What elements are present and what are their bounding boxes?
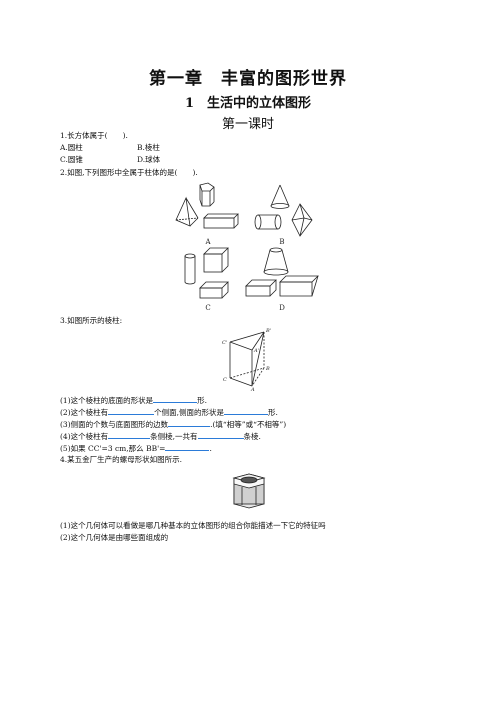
q2-label-c: C: [205, 304, 210, 312]
q2-stem: 2.如图,下列图形中全属于柱体的是( ).: [60, 168, 198, 177]
q3-p5-suffix: .: [209, 444, 212, 453]
q3-p2-text: (2)这个棱柱有: [60, 408, 109, 417]
q4-hex-nut-figure: [232, 473, 266, 509]
q1-option-c: C.圆锥: [60, 155, 83, 164]
long-cuboid-icon: [245, 279, 277, 297]
answer-blank[interactable]: [108, 430, 151, 439]
q1-option-d: D.球体: [137, 155, 161, 164]
q1-stem: 1.长方体属于( ).: [60, 131, 128, 140]
section-title: 1 生活中的立体图形: [184, 96, 312, 111]
q3-p3-text: (3)侧面的个数与底面图形的边数: [60, 420, 169, 429]
q3-p4-middle: 条侧棱,一共有: [150, 432, 198, 441]
q3-part-1: (1)这个棱柱的底面的形状是 形.: [60, 394, 207, 406]
vertex-a: A: [250, 387, 255, 392]
answer-blank[interactable]: [165, 442, 210, 451]
frustum-icon: [263, 247, 289, 276]
q3-p4-suffix: 条棱.: [243, 432, 261, 441]
lesson-title: 第一课时: [221, 117, 274, 132]
q3-part-2: (2)这个棱柱有 个侧面,侧面的形状是 形.: [60, 406, 278, 418]
octahedron-icon: [291, 203, 313, 237]
q3-p2-middle: 个侧面,侧面的形状是: [154, 408, 225, 417]
answer-blank[interactable]: [197, 430, 244, 439]
q3-p2-suffix: 形.: [268, 408, 278, 417]
q2-label-a: A: [204, 238, 211, 246]
q4-part-2: (2)这个几何体是由哪些面组成的: [60, 533, 169, 542]
q3-p1-text: (1)这个棱柱的底面的形状是: [60, 396, 154, 405]
q3-p5-text: (5)如果 CC'=3 cm,那么 BB'=: [60, 444, 166, 453]
vertex-a-prime: A': [253, 348, 259, 354]
pyramid-icon: [175, 196, 199, 227]
q4-part-1: (1)这个几何体可以看做是哪几种基本的立体图形的组合你能描述一下它的特征吗: [60, 521, 326, 530]
q3-part-5: (5)如果 CC'=3 cm,那么 BB'=.: [60, 442, 212, 454]
q1-option-b: B.棱柱: [137, 143, 160, 152]
q3-part-3: (3)侧面的个数与底面图形的边数 .(填“相等”或“不相等”): [60, 418, 286, 430]
q1-option-a: A.圆柱: [60, 143, 83, 152]
answer-blank[interactable]: [168, 418, 211, 427]
cube-icon: [203, 247, 229, 273]
answer-blank[interactable]: [108, 406, 155, 415]
q3-prism-figure: B' C' A' C B A: [222, 328, 271, 392]
q4-stem: 4.某五金厂生产的螺母形状如图所示.: [60, 455, 183, 464]
vertex-c-prime: C': [222, 340, 227, 346]
vertex-b: B: [265, 366, 270, 372]
answer-blank[interactable]: [224, 406, 269, 415]
q3-p1-suffix: 形.: [197, 396, 208, 405]
cone-icon: [270, 184, 290, 209]
vertex-b-prime: B': [265, 328, 271, 334]
pentagonal-prism-icon: [199, 182, 215, 207]
q3-p3-suffix: .(填“相等”或“不相等”): [210, 420, 287, 429]
q2-solids-figure: A B C D: [175, 182, 319, 312]
standing-cylinder-icon: [184, 253, 196, 285]
q3-p4-text: (4)这个棱柱有: [60, 432, 109, 441]
triangular-prism-icon: [279, 275, 319, 297]
vertex-c: C: [223, 377, 227, 383]
q3-part-4: (4)这个棱柱有 条侧棱,一共有 条棱.: [60, 430, 261, 442]
q2-label-b: B: [279, 238, 284, 246]
answer-blank[interactable]: [153, 394, 198, 403]
flat-cuboid-icon: [199, 281, 229, 299]
cuboid-icon: [203, 213, 239, 229]
chapter-title: 第一章 丰富的图形世界: [149, 69, 347, 89]
q2-label-d: D: [279, 304, 285, 312]
cylinder-icon: [254, 214, 282, 230]
q3-stem: 3.如图所示的棱柱:: [60, 316, 123, 325]
